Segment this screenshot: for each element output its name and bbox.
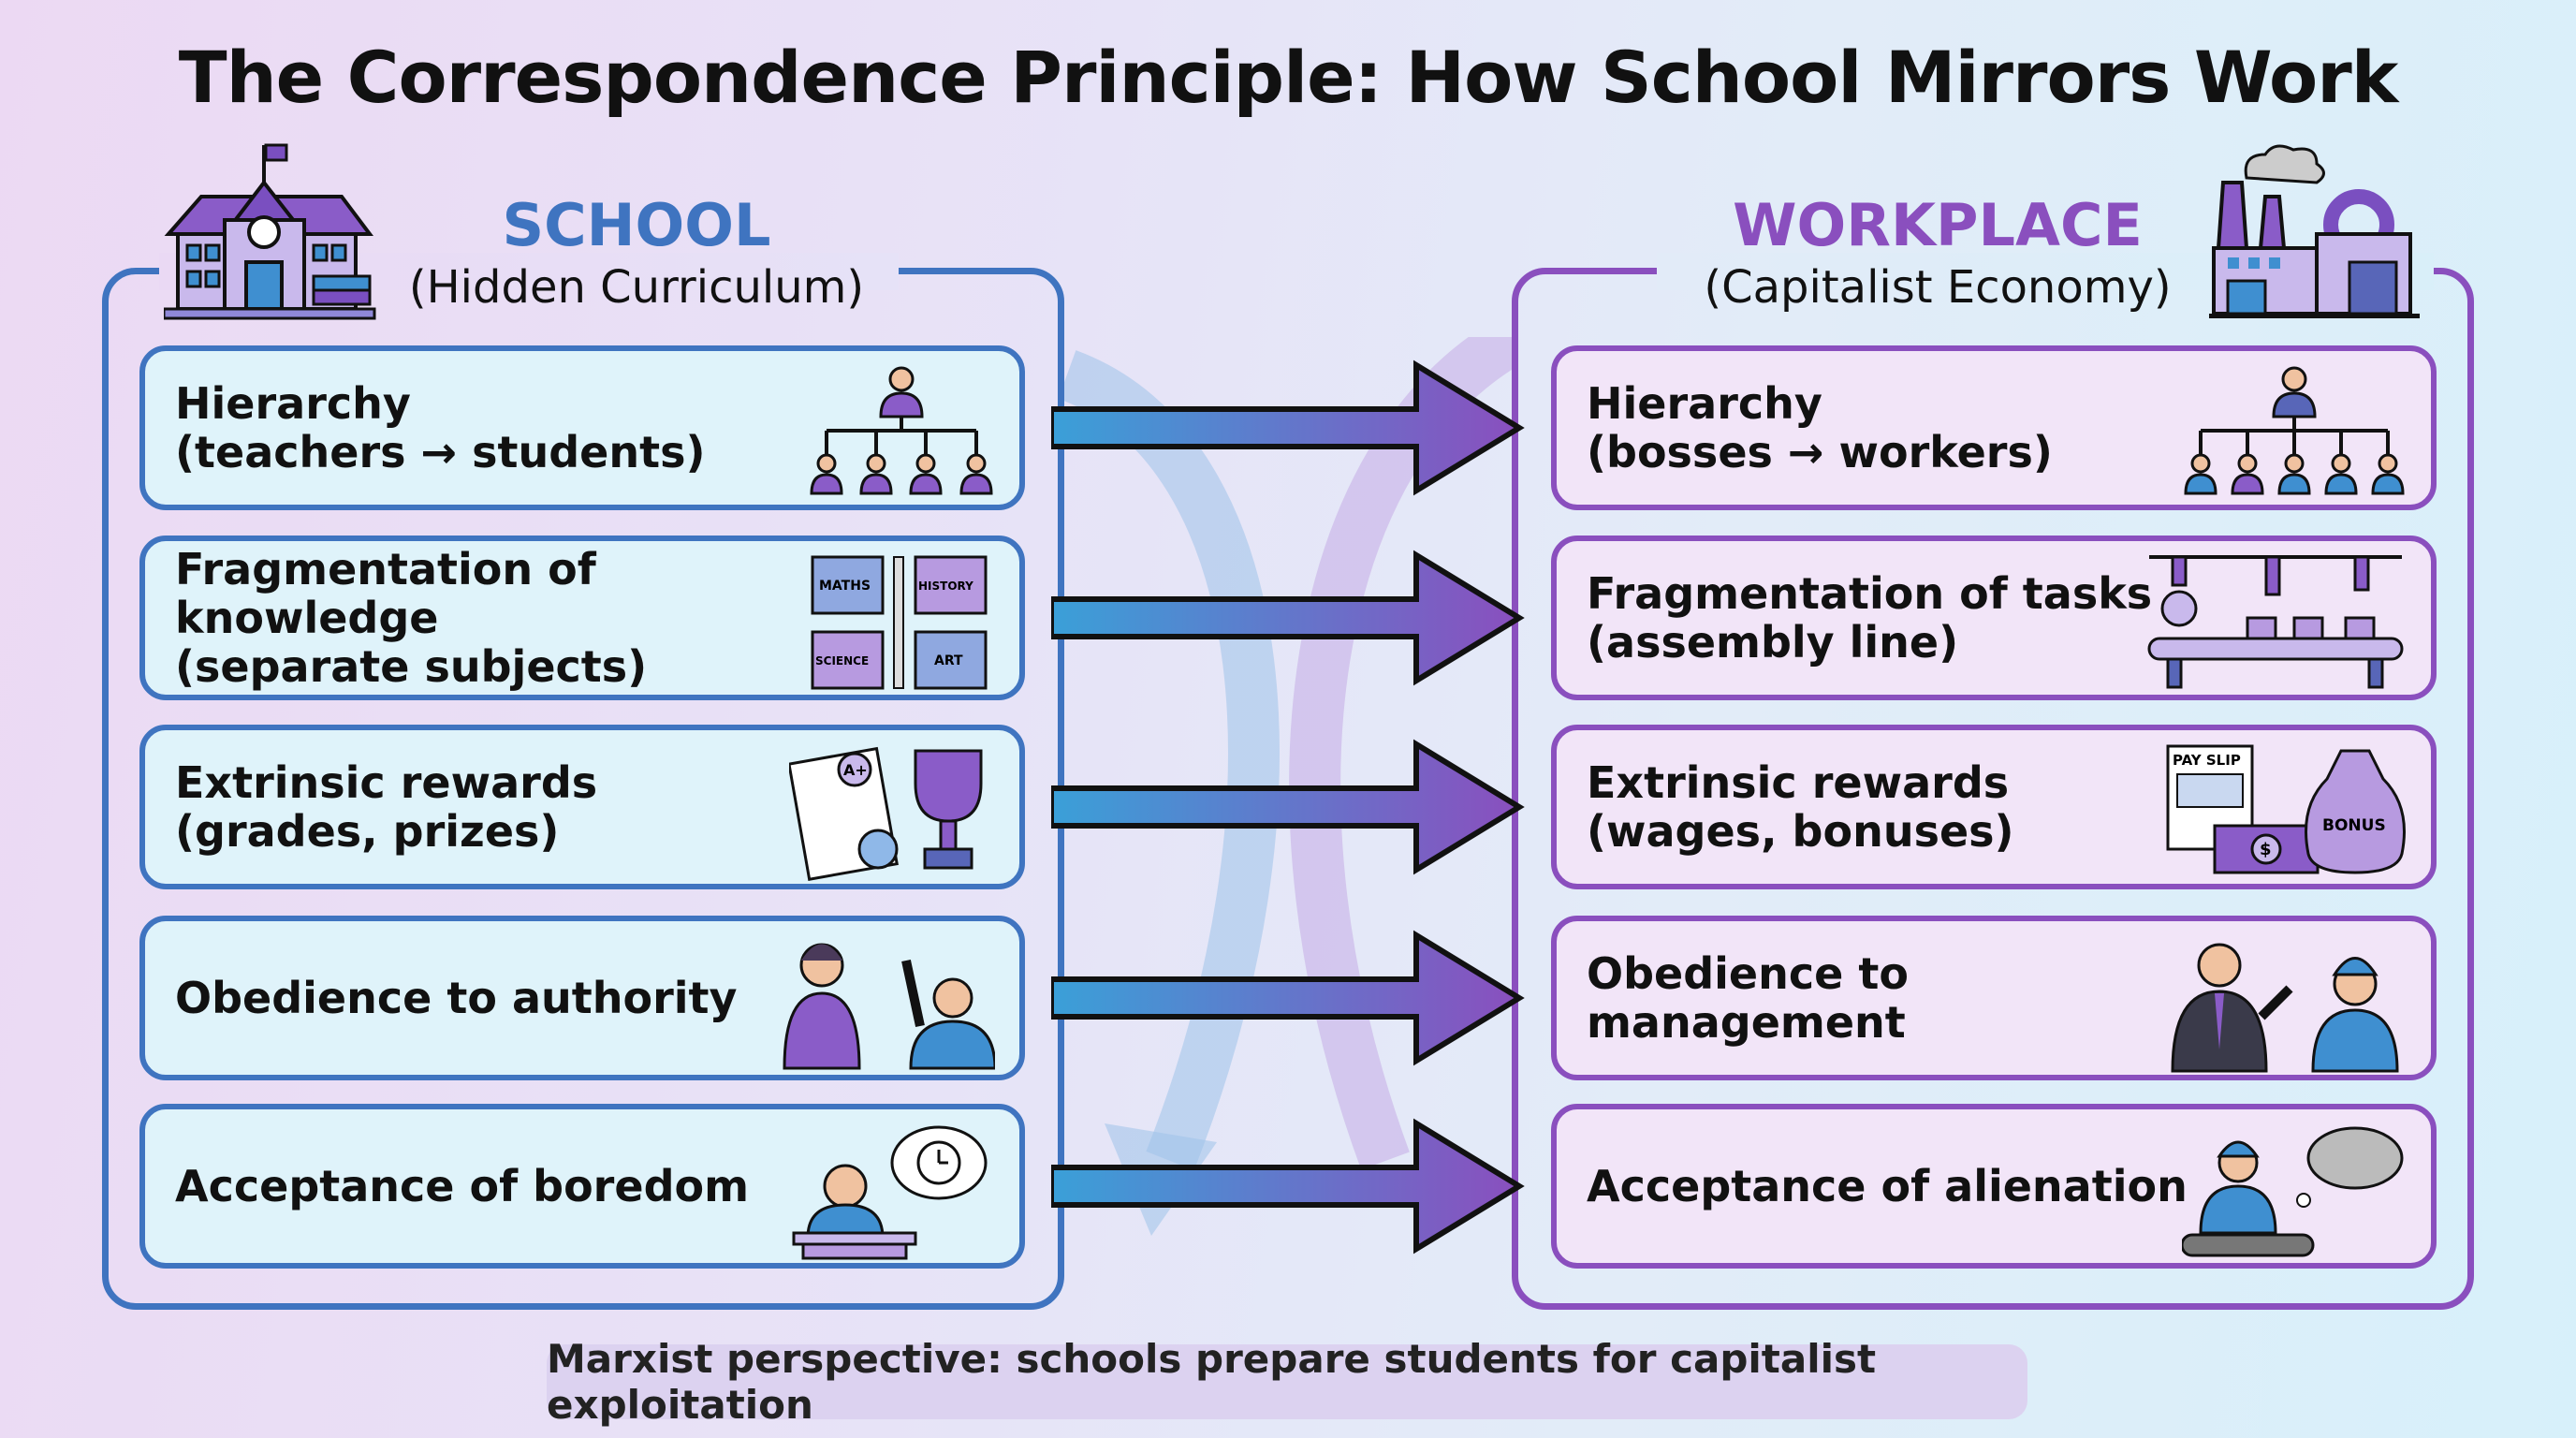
correspondence-arrow-2	[1051, 550, 1525, 686]
teacher-student-icon	[783, 943, 995, 1070]
item-title: Acceptance of alienation	[1587, 1161, 2188, 1211]
hierarchy-chart-icon	[2184, 366, 2405, 495]
workplace-item-alienation: Acceptance of alienation	[1551, 1104, 2437, 1269]
school-item-fragmentation: Fragmentation of knowledge(separate subj…	[139, 536, 1025, 700]
item-subtitle: management	[1587, 997, 1906, 1048]
item-title: Fragmentation of tasks	[1587, 568, 2153, 619]
school-item-boredom: Acceptance of boredom	[139, 1104, 1025, 1269]
item-title: Acceptance of boredom	[175, 1161, 750, 1211]
factory-icon	[2209, 144, 2420, 318]
school-header: SCHOOL (Hidden Curriculum)	[393, 192, 880, 315]
correspondence-arrow-3	[1051, 739, 1525, 875]
item-title: Hierarchy	[1587, 378, 1822, 429]
school-subheading: (Hidden Curriculum)	[408, 261, 865, 314]
workplace-item-rewards: Extrinsic rewards(wages, bonuses) PAY SL…	[1551, 725, 2437, 889]
workplace-heading: WORKPLACE	[1733, 191, 2143, 259]
workplace-item-hierarchy: Hierarchy(bosses → workers)	[1551, 345, 2437, 510]
footer-caption: Marxist perspective: schools prepare stu…	[547, 1336, 2027, 1428]
workplace-item-fragmentation: Fragmentation of tasks(assembly line)	[1551, 536, 2437, 700]
bored-student-clock-icon	[792, 1125, 988, 1260]
payslip-money-bag-icon: PAY SLIP $ BONUS	[2166, 744, 2406, 874]
correspondence-arrow-4	[1051, 930, 1525, 1066]
school-item-rewards: Extrinsic rewards(grades, prizes) A+	[139, 725, 1025, 889]
svg-text:MATHS: MATHS	[819, 579, 871, 594]
correspondence-arrow-5	[1051, 1118, 1525, 1255]
item-subtitle: (grades, prizes)	[175, 806, 560, 857]
correspondence-arrow-1	[1051, 360, 1525, 496]
svg-text:HISTORY: HISTORY	[918, 580, 973, 593]
school-item-hierarchy: Hierarchy(teachers → students)	[139, 345, 1025, 510]
school-building-icon	[164, 143, 376, 320]
school-heading: SCHOOL	[502, 191, 771, 259]
puzzle-subjects-icon: MATHS HISTORY SCIENCE ART	[811, 555, 988, 690]
item-title: Extrinsic rewards	[1587, 757, 2010, 808]
svg-text:BONUS: BONUS	[2322, 816, 2386, 835]
svg-text:A+: A+	[843, 761, 868, 779]
school-item-obedience: Obedience to authority	[139, 916, 1025, 1080]
svg-text:SCIENCE: SCIENCE	[815, 654, 869, 668]
item-title: Hierarchy	[175, 378, 411, 429]
item-subtitle: (assembly line)	[1587, 617, 1959, 668]
workplace-header: WORKPLACE (Capitalist Economy)	[1676, 192, 2200, 315]
item-title: Obedience to authority	[175, 973, 738, 1023]
workplace-subheading: (Capitalist Economy)	[1704, 261, 2172, 314]
svg-text:PAY SLIP: PAY SLIP	[2173, 752, 2241, 769]
assembly-line-icon	[2147, 555, 2404, 689]
item-title: Fragmentation of knowledge	[175, 544, 596, 643]
graded-paper-trophy-icon: A+	[789, 746, 983, 881]
page-title: The Correspondence Principle: How School…	[178, 36, 2399, 119]
svg-text:$: $	[2260, 840, 2272, 859]
worker-thought-cloud-icon	[2182, 1126, 2404, 1257]
item-subtitle: (wages, bonuses)	[1587, 806, 2014, 857]
item-title: Obedience to	[1587, 948, 1909, 999]
item-title: Extrinsic rewards	[175, 757, 598, 808]
svg-text:ART: ART	[934, 653, 963, 668]
hierarchy-chart-icon	[810, 366, 993, 495]
manager-worker-icon	[2171, 943, 2399, 1073]
item-subtitle: (teachers → students)	[175, 427, 706, 477]
item-subtitle: (bosses → workers)	[1587, 427, 2053, 477]
item-subtitle: (separate subjects)	[175, 641, 648, 692]
